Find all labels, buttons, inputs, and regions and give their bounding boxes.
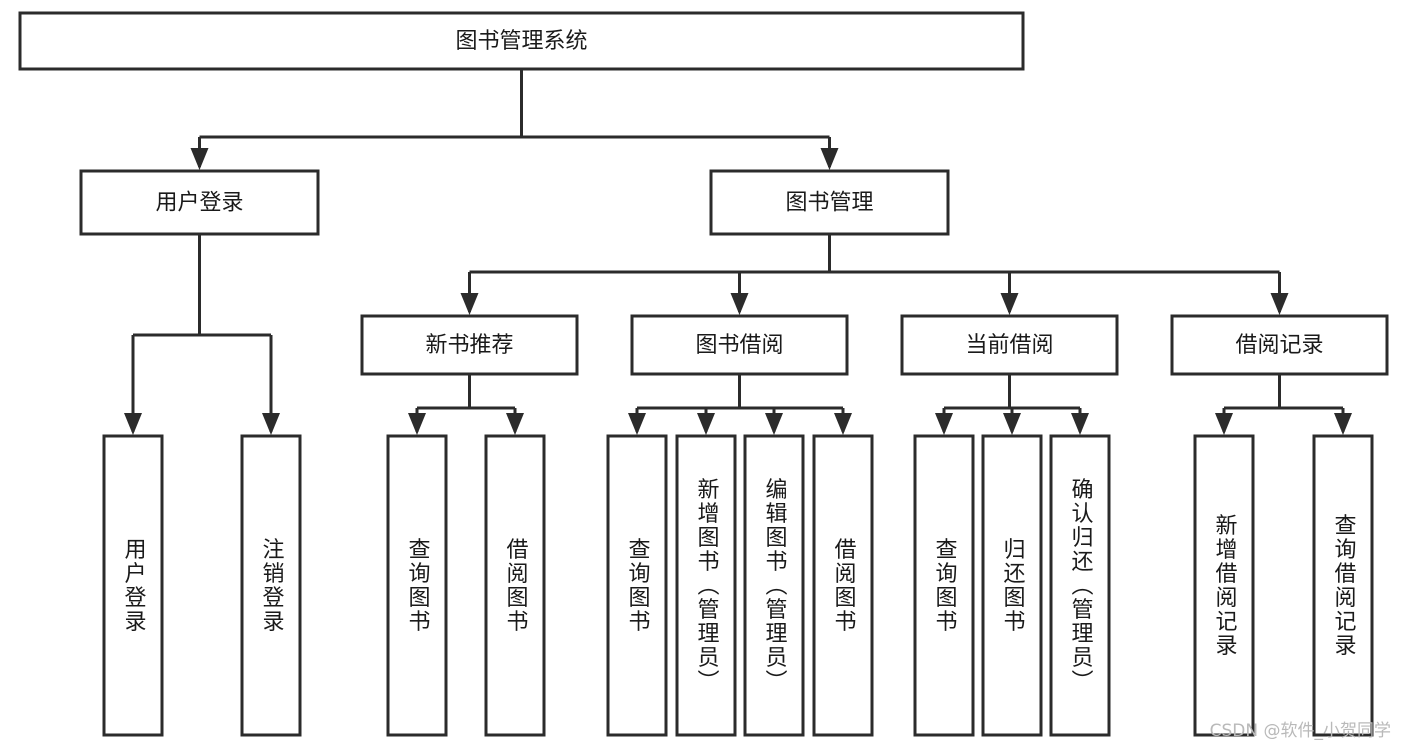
node-leaf-confirm-return-label: 确认归还（管理员） (1068, 478, 1094, 694)
node-leaf-query-book-3[interactable]: 查询图书 (913, 434, 975, 737)
node-leaf-return-book[interactable]: 归还图书 (981, 434, 1043, 737)
book-manage-arrow-0 (460, 293, 479, 315)
node-book-manage[interactable]: 图书管理 (709, 169, 950, 236)
node-leaf-confirm-return[interactable]: 确认归还（管理员） (1049, 434, 1111, 737)
node-user-login[interactable]: 用户登录 (79, 169, 320, 236)
node-leaf-confirm-return-rect (1049, 434, 1111, 737)
node-leaf-return-book-rect (981, 434, 1043, 737)
node-leaf-borrow-book-1[interactable]: 借阅图书 (484, 434, 546, 737)
node-leaf-user-logout[interactable]: 注销登录 (240, 434, 302, 737)
node-borrow-record-label: 借阅记录 (1235, 333, 1323, 358)
connector-layer (124, 69, 1352, 435)
node-leaf-query-book-1-label: 查询图书 (405, 538, 431, 634)
book-manage-arrow-3 (1270, 293, 1289, 315)
node-leaf-add-record-rect (1193, 434, 1255, 737)
book-borrow-arrow-2 (765, 413, 783, 435)
user-login-arrow-1 (262, 413, 280, 435)
node-root[interactable]: 图书管理系统 (18, 11, 1025, 71)
node-leaf-query-book-2-rect (606, 434, 668, 737)
root-arrow-0 (190, 148, 209, 170)
root-arrow-1 (820, 148, 839, 170)
node-leaf-query-book-3-rect (913, 434, 975, 737)
node-leaf-return-book-label: 归还图书 (1000, 538, 1026, 634)
borrow-record-arrow-0 (1215, 413, 1233, 435)
node-book-borrow-label: 图书借阅 (695, 333, 783, 358)
node-book-borrow-rect (630, 314, 849, 376)
node-leaf-add-book[interactable]: 新增图书（管理员） (675, 434, 737, 737)
node-current-borrow-rect (900, 314, 1119, 376)
node-leaf-user-logout-label: 注销登录 (259, 538, 285, 634)
node-leaf-user-login[interactable]: 用户登录 (102, 434, 164, 737)
node-leaf-query-book-3-label: 查询图书 (932, 538, 958, 634)
node-leaf-query-book-1[interactable]: 查询图书 (386, 434, 448, 737)
node-leaf-user-login-rect (102, 434, 164, 737)
new-book-rec-arrow-1 (506, 413, 524, 435)
node-leaf-add-book-rect (675, 434, 737, 737)
node-current-borrow-label: 当前借阅 (965, 333, 1053, 358)
new-book-rec-arrow-0 (408, 413, 426, 435)
current-borrow-arrow-2 (1071, 413, 1089, 435)
node-leaf-add-record-label: 新增借阅记录 (1212, 514, 1238, 658)
node-leaf-query-book-2[interactable]: 查询图书 (606, 434, 668, 737)
node-leaf-query-book-2-label: 查询图书 (625, 538, 651, 634)
book-manage-arrow-2 (1000, 293, 1019, 315)
node-borrow-record[interactable]: 借阅记录 (1170, 314, 1389, 376)
node-leaf-user-logout-rect (240, 434, 302, 737)
user-login-arrow-0 (124, 413, 142, 435)
node-leaf-edit-book[interactable]: 编辑图书（管理员） (743, 434, 805, 737)
node-leaf-borrow-book-2[interactable]: 借阅图书 (812, 434, 874, 737)
node-leaf-user-login-label: 用户登录 (121, 538, 147, 634)
node-new-book-rec[interactable]: 新书推荐 (360, 314, 579, 376)
book-borrow-arrow-3 (834, 413, 852, 435)
node-leaf-borrow-book-1-rect (484, 434, 546, 737)
node-leaf-borrow-book-1-label: 借阅图书 (503, 538, 529, 634)
node-current-borrow[interactable]: 当前借阅 (900, 314, 1119, 376)
borrow-record-arrow-1 (1334, 413, 1352, 435)
node-leaf-query-record-rect (1312, 434, 1374, 737)
node-leaf-query-record[interactable]: 查询借阅记录 (1312, 434, 1374, 737)
node-leaf-query-record-label: 查询借阅记录 (1331, 514, 1357, 658)
node-new-book-rec-rect (360, 314, 579, 376)
node-book-manage-rect (709, 169, 950, 236)
node-root-rect (18, 11, 1025, 71)
node-leaf-add-book-label: 新增图书（管理员） (694, 478, 720, 694)
book-borrow-arrow-1 (697, 413, 715, 435)
node-leaf-add-record[interactable]: 新增借阅记录 (1193, 434, 1255, 737)
node-new-book-rec-label: 新书推荐 (425, 333, 513, 358)
node-leaf-edit-book-rect (743, 434, 805, 737)
node-book-manage-label: 图书管理 (785, 191, 873, 216)
current-borrow-arrow-1 (1003, 413, 1021, 435)
node-book-borrow[interactable]: 图书借阅 (630, 314, 849, 376)
node-user-login-label: 用户登录 (155, 191, 243, 216)
watermark-label: CSDN @软件_小贺同学 (1209, 721, 1391, 741)
book-borrow-arrow-0 (628, 413, 646, 435)
book-manage-arrow-1 (730, 293, 749, 315)
node-leaf-edit-book-label: 编辑图书（管理员） (762, 478, 788, 694)
node-root-label: 图书管理系统 (455, 29, 587, 54)
node-borrow-record-rect (1170, 314, 1389, 376)
node-leaf-borrow-book-2-rect (812, 434, 874, 737)
node-leaf-borrow-book-2-label: 借阅图书 (831, 538, 857, 634)
current-borrow-arrow-0 (935, 413, 953, 435)
node-leaf-query-book-1-rect (386, 434, 448, 737)
node-layer: 图书管理系统用户登录图书管理新书推荐图书借阅当前借阅借阅记录用户登录注销登录查询… (18, 11, 1389, 737)
node-user-login-rect (79, 169, 320, 236)
